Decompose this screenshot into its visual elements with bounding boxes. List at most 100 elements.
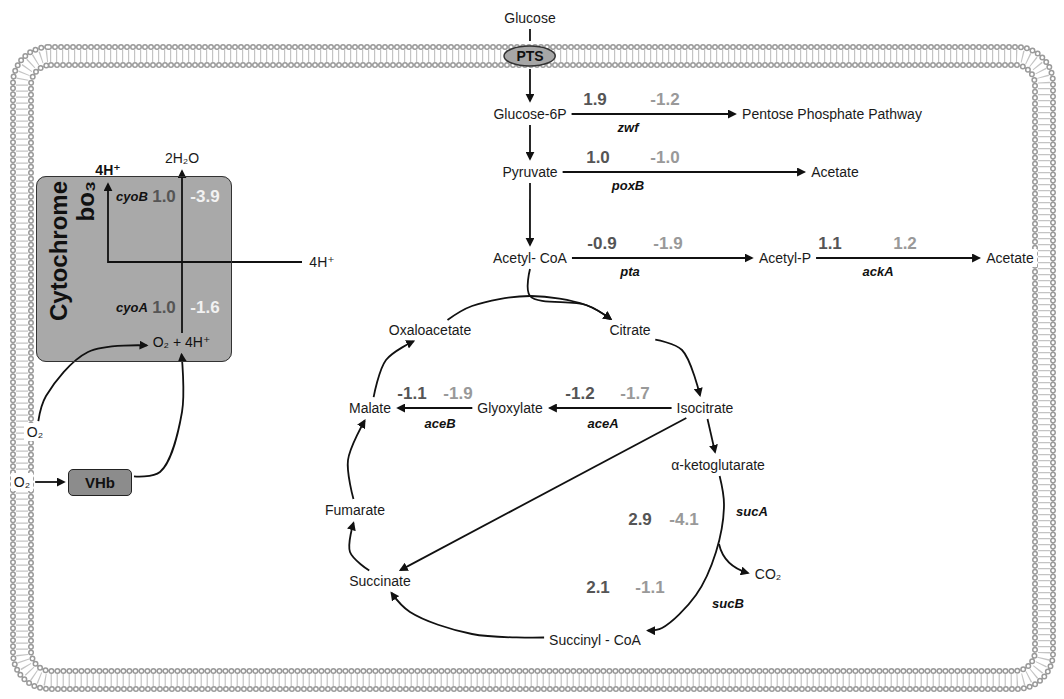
pathway-arrow	[563, 171, 805, 173]
node-text: O₂	[27, 424, 43, 440]
fold-change-value: 2.1	[586, 578, 610, 598]
fold-change-value: 2.9	[628, 510, 652, 530]
node-text: Acetyl-P	[759, 250, 811, 266]
metabolite: Fumarate	[322, 501, 388, 519]
node-text: Isocitrate	[677, 400, 734, 416]
metabolite: Acetyl- CoA	[490, 249, 570, 267]
pathway-name: Pentose Phosphate Pathway	[739, 105, 925, 123]
metabolite: Citrate	[606, 321, 653, 339]
pathway-arrow	[529, 69, 531, 101]
oxygen-label: O₂	[11, 473, 33, 491]
gene-name: sucA	[736, 505, 768, 520]
fold-change-value: -1.1	[397, 384, 426, 404]
gene-name: cyoB	[116, 190, 148, 205]
proton-pump-arrow	[108, 184, 302, 262]
fold-change-value: -1.2	[565, 384, 594, 404]
hemoglobin-box: VHb	[68, 469, 132, 496]
node-text: O₂ + 4H⁺	[153, 334, 211, 350]
membrane-heads-inner	[31, 65, 1035, 671]
membrane-heads-outer	[13, 47, 1053, 689]
membrane-heads-inner-fill	[31, 65, 1035, 671]
node-text: Glucose-6P	[493, 106, 566, 122]
pathway-arrow	[529, 125, 531, 159]
pathway-arrow	[391, 593, 544, 638]
gene-name: ackA	[862, 265, 893, 280]
pathway-arrow	[572, 113, 736, 115]
node-text: Pentose Phosphate Pathway	[742, 106, 922, 122]
node-text: Pyruvate	[502, 164, 557, 180]
pathway-arrow	[134, 355, 183, 477]
molecule-label: 4H⁺	[95, 162, 120, 178]
fold-change-value: 1.0	[152, 187, 176, 207]
node-text: Acetate	[986, 250, 1033, 266]
fold-change-value: -3.9	[190, 187, 219, 207]
fold-change-value: 1.0	[152, 298, 176, 318]
node-text: Glucose	[504, 10, 555, 26]
fold-change-value: -0.9	[587, 234, 616, 254]
node-text: Succinyl - CoA	[549, 632, 641, 648]
metabolite: Glucose	[501, 9, 558, 27]
fold-change-value: -1.1	[635, 578, 664, 598]
metabolite: Acetate	[808, 163, 861, 181]
fold-change-value: -1.7	[620, 384, 649, 404]
fold-change-value: -1.9	[443, 384, 472, 404]
pathway-arrow	[655, 340, 700, 396]
pathway-arrow	[447, 296, 610, 320]
ellipse-outline	[504, 46, 555, 66]
node-text: Glyoxylate	[477, 400, 542, 416]
node-text: Oxaloacetate	[389, 322, 472, 338]
pathway-arrow	[550, 407, 672, 409]
gene-name: sucB	[712, 597, 744, 612]
fold-change-value: -1.0	[650, 148, 679, 168]
membrane-tails	[22, 56, 1044, 680]
gene-name: cyoA	[116, 301, 148, 316]
gene-name: aceA	[587, 417, 618, 432]
pathway-arrow	[349, 523, 369, 571]
pathway-arrow	[529, 29, 531, 41]
node-text: Fumarate	[325, 502, 385, 518]
metabolite: Malate	[346, 399, 394, 417]
fold-change-value: 1.2	[893, 234, 917, 254]
metabolite: Acetyl-P	[756, 249, 814, 267]
gene-name: pta	[620, 265, 640, 280]
substrate-label: O₂ + 4H⁺	[151, 333, 213, 351]
complex-title: Cytochrome bo₃	[45, 181, 99, 357]
pathway-arrow	[38, 345, 146, 421]
pathway-arrow	[707, 419, 715, 452]
node-text: O₂	[14, 474, 30, 490]
transporter-ellipse: PTS	[503, 45, 556, 67]
fold-change-value: -1.2	[650, 90, 679, 110]
node-text: Acetyl- CoA	[493, 250, 567, 266]
pathway-arrow	[529, 183, 531, 245]
node-text: VHb	[85, 474, 115, 491]
fold-change-value: 1.9	[583, 90, 607, 110]
fold-change-value: -4.1	[669, 510, 698, 530]
node-text: PTS	[516, 48, 543, 64]
fold-change-value: -1.6	[190, 298, 219, 318]
pathway-arrow	[348, 421, 365, 499]
pathway-arrow	[35, 481, 64, 483]
node-text: α-ketoglutarate	[671, 457, 765, 473]
node-text: Malate	[349, 400, 391, 416]
pathway-arrow	[572, 257, 752, 259]
oxygen-label: O₂	[24, 423, 46, 441]
metabolite: Oxaloacetate	[386, 321, 475, 339]
molecule-label: 2H₂O	[165, 150, 199, 166]
molecule-label: 4H⁺	[309, 254, 334, 270]
complex-fill	[36, 176, 232, 362]
pathway-arrow	[400, 418, 686, 570]
pathway-arrow	[816, 257, 979, 259]
metabolite: α-ketoglutarate	[668, 456, 768, 474]
fold-change-value: 1.0	[586, 148, 610, 168]
node-text: Acetate	[811, 164, 858, 180]
metabolite: Succinate	[346, 572, 413, 590]
gene-name: aceB	[424, 417, 455, 432]
fold-change-value: -1.9	[653, 234, 682, 254]
gene-name: zwf	[618, 121, 639, 136]
metabolite: Succinyl - CoA	[546, 631, 644, 649]
metabolite: Glucose-6P	[490, 105, 569, 123]
gene-name: poxB	[612, 179, 645, 194]
metabolite: Pyruvate	[499, 163, 560, 181]
